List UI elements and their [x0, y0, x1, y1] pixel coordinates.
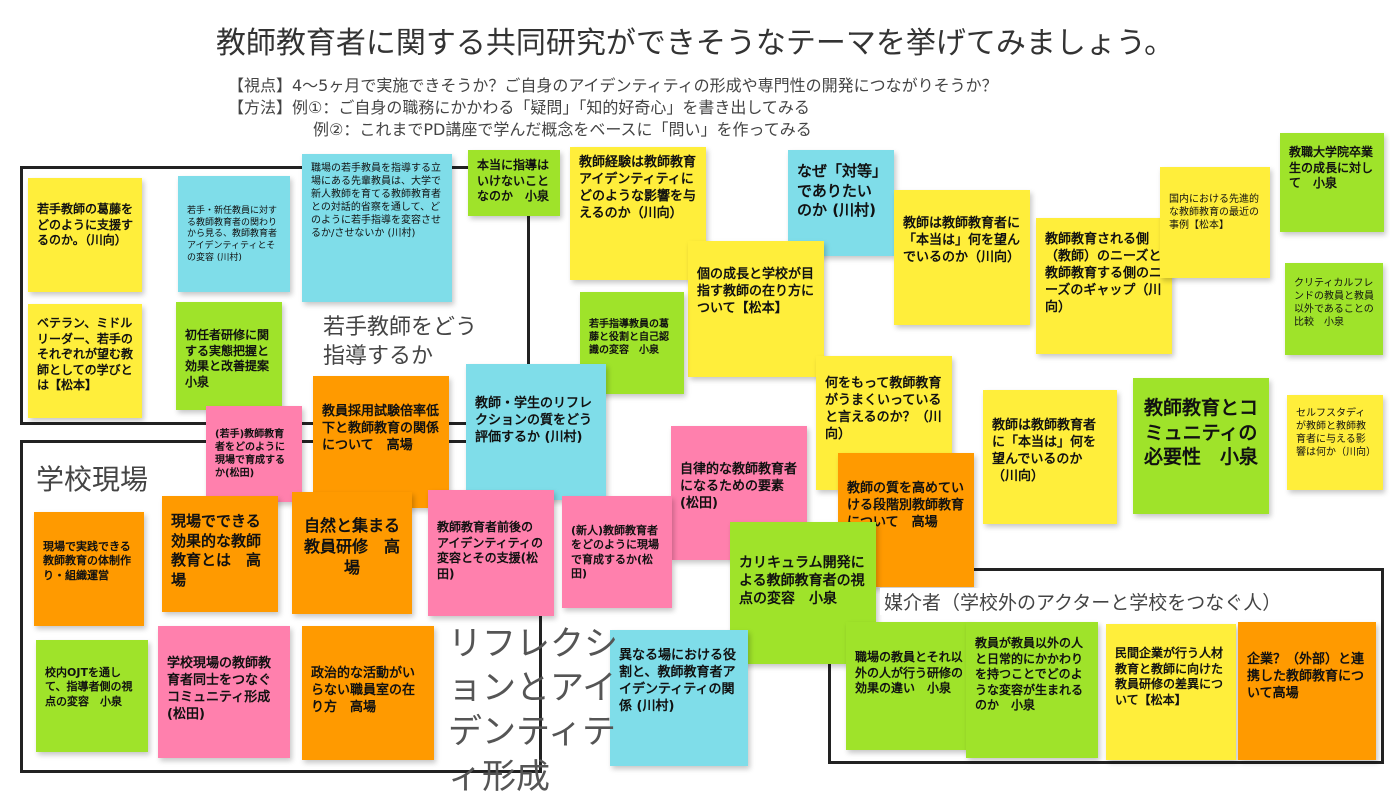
- note-13: 初任者研修に関する実態把握と効果と改善提案 小泉: [176, 302, 282, 410]
- note-34: 異なる場における役割と、教師教育者アイデンティティの関係 (川村): [610, 630, 748, 766]
- note-11: 教職大学院卒業生の成長に対して 小泉: [1280, 133, 1384, 232]
- note-2: 若手・新任教員に対する教師教育者の関わりから見る、教師教育者アイデンティティとそ…: [178, 176, 290, 292]
- note-27: 自然と集まる教員研修 高場: [292, 492, 412, 614]
- note-35: 職場の教員とそれ以外の人が行う研修の効果の違い 小泉: [846, 622, 972, 750]
- note-12: ベテラン、ミドルリーダー、若手のそれぞれが望む教師としての学びとは【松本】: [28, 304, 142, 418]
- note-32: 学校現場の教師教育者同士をつなぐコミュニティ形成(松田): [158, 626, 290, 758]
- note-25: 現場で実践できる教師教育の体制作り・組織運営: [34, 512, 144, 626]
- subtitle-method: 【方法】例①：ご自身の職務にかかわる「疑問」「知的好奇心」を書き出してみる: [228, 98, 810, 117]
- note-24: 教師の質を高めていける段階別教師教育について 高場: [838, 453, 974, 587]
- group-frame-baikai: [828, 568, 1384, 764]
- note-3: 職場の若手教員を指導する立場にある先輩教員は、大学で新人教師を育てる教師教育者と…: [302, 154, 452, 302]
- note-10: 国内における先進的な教師教育の最近の事例【松本】: [1160, 167, 1270, 278]
- note-17: 教員採用試験倍率低下と教師教育の関係について 高場: [313, 376, 449, 508]
- note-4: 本当に指導はいけないことなのか 小泉: [468, 150, 560, 216]
- page-title: 教師教育者に関する共同研究ができそうなテーマを挙げてみましょう。: [215, 26, 1175, 61]
- note-30: カリキュラム開発による教師教育者の視点の変容 小泉: [730, 522, 876, 664]
- note-38: 企業？（外部）と連携した教師教育について高場: [1238, 622, 1376, 760]
- note-9: 教師教育される側（教師）のニーズと教師教育する側のニーズのギャップ（川向）: [1036, 218, 1172, 354]
- group-label-reflection: リフレクションとアイデンティティ形成: [448, 624, 618, 797]
- note-37: 民間企業が行う人材教育と教師に向けた教員研修の差異について【松本】: [1106, 624, 1236, 760]
- note-1: 若手教師の葛藤をどのように支援するのか。（川向）: [28, 178, 142, 292]
- note-21: 教師教育とコミュニティの必要性 小泉: [1133, 378, 1269, 514]
- note-36: 教員が教員以外の人と日常的にかかわりを持つことでどのような変容が生まれるのか 小…: [966, 622, 1098, 758]
- group-label-gakko: 学校現場: [36, 463, 149, 496]
- group-label-baikai: 媒介者（学校外のアクターと学校をつなぐ人）: [880, 588, 1286, 615]
- subtitle-viewpoint: 【視点】4～5ヶ月で実施できそうか？ご自身のアイデンティティの形成や専門性の開発…: [228, 76, 998, 95]
- note-15: クリティカルフレンドの教員と教員以外であることの比較 小泉: [1285, 263, 1383, 355]
- note-18: 教師・学生のリフレクションの質をどう評価するか (川村): [466, 364, 606, 500]
- subtitle-example2: 例②：これまでPD講座で学んだ概念をベースに「問い」を作ってみる: [313, 120, 812, 139]
- note-28: 教師教育者前後のアイデンティティの変容とその支援(松田): [428, 490, 554, 616]
- note-16: (若手)教師教育者をどのように現場で育成するか(松田): [206, 406, 302, 502]
- note-29: (新人)教師教育者をどのように現場で育成するか(松田): [562, 496, 672, 608]
- note-6: なぜ「対等」でありたいのか (川村): [788, 150, 894, 256]
- note-20: 教師は教師教育者に「本当は」何を望んでいるのか（川向）: [983, 390, 1117, 524]
- note-22: セルフスタディが教師と教師教育者に与える影響は何か（川向）: [1287, 395, 1383, 490]
- note-26: 現場でできる効果的な教師教育とは 高場: [162, 496, 278, 612]
- note-31: 校内OJTを通して、指導者側の視点の変容 小泉: [36, 640, 148, 752]
- note-5: 教師経験は教師教育アイデンティティにどのような影響を与えるのか（川向）: [570, 147, 706, 280]
- group-label-wakate: 若手教師をどう指導するか: [323, 315, 478, 369]
- note-8: 教師は教師教育者に「本当は」何を望んでいるのか（川向）: [894, 190, 1030, 325]
- note-33: 政治的な活動がいらない職員室の在り方 高場: [302, 626, 434, 760]
- note-7: 個の成長と学校が目指す教師の在り方について【松本】: [688, 241, 824, 377]
